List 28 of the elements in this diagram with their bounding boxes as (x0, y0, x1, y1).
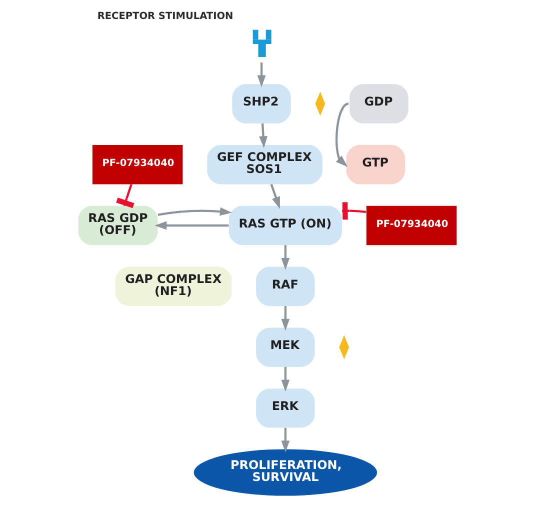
arrow (280, 245, 290, 270)
node-box: ERK (256, 388, 314, 428)
arrow (154, 221, 228, 230)
node-box: GEF COMPLEX SOS1 (206, 145, 322, 184)
arrow (334, 102, 348, 167)
node-box: PF-07934040 (92, 145, 182, 184)
node-label: RECEPTOR STIMULATION (96, 11, 233, 22)
connector (342, 202, 366, 220)
connector (116, 184, 134, 208)
node-box: SHP2 (232, 84, 290, 124)
node-ellipse: PROLIFERATION, SURVIVAL (193, 449, 377, 496)
arrow (256, 62, 266, 88)
arrow (258, 123, 267, 148)
node-box: GAP COMPLEX (NF1) (114, 266, 232, 306)
node-box: RAF (256, 266, 314, 306)
node-box: MEK (256, 328, 314, 367)
arrow (270, 184, 280, 209)
node-box: RAS GDP (OFF) (78, 206, 158, 246)
node-box: GTP (346, 145, 405, 184)
node-diamond (314, 92, 325, 116)
arrow (157, 207, 232, 216)
node-box: RAS GTP (ON) (228, 206, 342, 246)
node-box: PF-07934040 (366, 206, 456, 246)
arrow (280, 306, 290, 331)
arrow (280, 366, 290, 392)
arrow (280, 428, 290, 453)
node-diamond (338, 335, 349, 360)
node-box: GDP (349, 84, 408, 124)
